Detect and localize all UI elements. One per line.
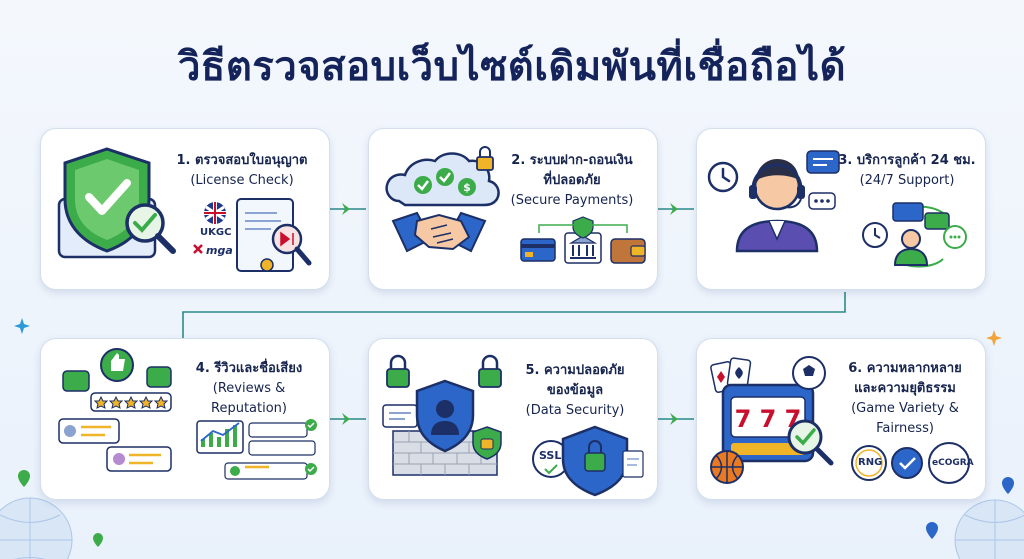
step-title-english: (Game Variety &	[851, 401, 959, 416]
step-title-english: (Secure Payments)	[510, 193, 634, 208]
step-title-english: (License Check)	[190, 173, 294, 188]
padlock-icon	[386, 354, 502, 388]
shield-user-icon	[415, 379, 502, 460]
thumbs-up-icon	[62, 348, 172, 392]
license-document-icon	[236, 198, 312, 272]
mga-logo-icon	[193, 244, 203, 254]
svg-text:$: $	[463, 181, 471, 194]
review-list-icon	[224, 419, 317, 480]
ukgc-badge: UKGC	[200, 227, 232, 238]
cards-icon	[710, 357, 752, 393]
step-title-english: (Data Security)	[525, 403, 625, 418]
svg-text:7: 7	[760, 405, 777, 433]
basketball-icon	[710, 450, 744, 484]
card-icon	[520, 238, 556, 262]
mga-badge: mga	[206, 244, 233, 257]
step-label: 2. ระบบฝาก-ถอนเงิน ที่ปลอดภัย (Secure Pa…	[499, 151, 645, 211]
step-label: 4. รีวิวและชื่อเสียง (Reviews & Reputati…	[179, 359, 319, 419]
shield-check-icon	[572, 216, 594, 239]
step-title-thai: 5. ความปลอดภัย	[525, 363, 625, 378]
step-card-support: 3. บริการลูกค้า 24 ชม. (24/7 Support)	[696, 128, 986, 290]
step-card-license: UKGC mga 1. ตรวจสอบใบอนุญาต (License Che…	[40, 128, 330, 290]
page-title: วิธีตรวจสอบเว็บไซต์เดิมพันที่เชื่อถือได้	[177, 44, 847, 90]
chat-icon	[806, 150, 840, 210]
step-title-english-2: Reputation)	[211, 401, 287, 416]
step-title-thai: 1. ตรวจสอบใบอนุญาต	[176, 153, 308, 168]
step-label: 3. บริการลูกค้า 24 ชม. (24/7 Support)	[837, 151, 977, 191]
wallet-icon	[610, 238, 646, 264]
certification-seal-icon	[891, 447, 923, 479]
step-title-english: (Reviews &	[212, 381, 286, 396]
rng-badge-icon	[851, 445, 887, 481]
step-title-thai-2: ของข้อมูล	[546, 383, 604, 398]
cloud-icon: $	[385, 152, 500, 207]
rng-badge: RNG	[858, 457, 883, 468]
shield-lock-icon	[561, 425, 644, 497]
review-card-icon	[58, 418, 172, 472]
star-rating-icon	[90, 392, 172, 412]
handshake-icon	[391, 211, 487, 253]
uk-flag-icon	[204, 202, 226, 224]
step-title-thai: 6. ความหลากหลาย	[848, 361, 962, 376]
step-label: 1. ตรวจสอบใบอนุญาต (License Check)	[167, 151, 317, 191]
globe-decoration-icon	[0, 497, 1024, 559]
svg-text:7: 7	[735, 405, 752, 433]
support-agent-icon	[735, 159, 819, 253]
magnifier-icon	[787, 419, 834, 466]
step-title-english-2: Fairness)	[876, 421, 934, 436]
ecogra-badge: eCOGRA	[932, 458, 974, 468]
step-title-thai-2: ที่ปลอดภัย	[543, 173, 601, 188]
padlock-icon	[476, 146, 494, 171]
support-cycle-icon	[862, 202, 967, 268]
step-title-thai: 2. ระบบฝาก-ถอนเงิน	[511, 153, 633, 168]
magnifier-icon	[125, 203, 176, 254]
ecogra-badge-icon	[928, 442, 970, 484]
chart-icon	[196, 420, 244, 454]
step-card-reviews: 4. รีวิวและชื่อเสียง (Reviews & Reputati…	[40, 338, 330, 500]
step-label: 5. ความปลอดภัย ของข้อมูล (Data Security)	[505, 361, 645, 421]
step-label: 6. ความหลากหลาย และความยุติธรรม (Game Va…	[835, 359, 975, 439]
step-card-game-variety: 7 7 7 RNG eCOGRA	[696, 338, 986, 500]
step-card-payments: $	[368, 128, 658, 290]
football-icon	[792, 356, 826, 390]
clock-icon	[707, 161, 739, 193]
step-title-thai: 4. รีวิวและชื่อเสียง	[195, 361, 303, 376]
ssl-badge: SSL	[539, 449, 562, 462]
step-title-thai: 3. บริการลูกค้า 24 ชม.	[838, 153, 976, 168]
step-title-english: (24/7 Support)	[859, 173, 955, 188]
step-title-thai-2: และความยุติธรรม	[854, 381, 956, 396]
step-card-data-security: SSL 5. ความปลอดภัย ของข้อมูล (Data Secur…	[368, 338, 658, 500]
